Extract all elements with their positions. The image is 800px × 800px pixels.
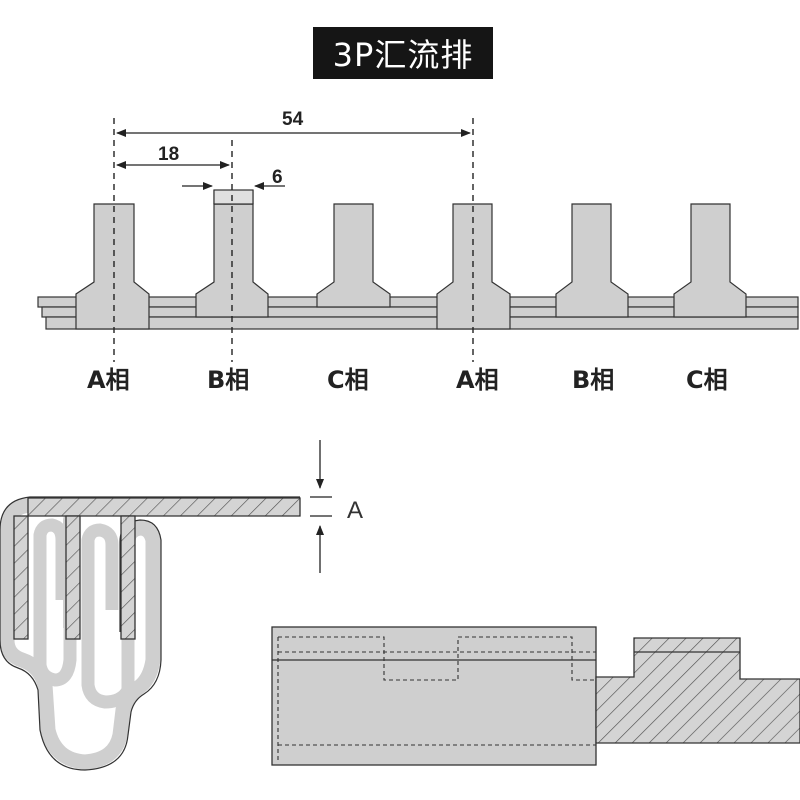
pin-c-1	[316, 203, 391, 308]
dim-label-54: 54	[282, 109, 304, 130]
phase-label: B相	[572, 366, 614, 394]
fold-band-outer	[0, 497, 300, 770]
pin-a-1	[75, 203, 150, 330]
side-view-hidden-lines	[277, 636, 596, 760]
top-plate-hatched	[27, 497, 301, 517]
hatched-bar-3	[120, 515, 136, 640]
hatched-bar-1	[13, 515, 29, 640]
phase-label: C相	[327, 366, 369, 394]
busbar-cross-section	[0, 496, 301, 771]
phase-label: B相	[207, 366, 249, 394]
phase-labels: A相 B相 C相 A相 B相 C相	[87, 366, 728, 394]
thickness-indicator	[310, 440, 332, 573]
busbar-side-view	[271, 626, 800, 766]
phase-label: A相	[87, 366, 130, 394]
pin-c-2	[673, 203, 747, 318]
dim-label-18: 18	[158, 144, 179, 165]
pin-b-1	[195, 203, 269, 318]
busbar-rail-lower	[45, 316, 799, 330]
reference-lines	[113, 118, 474, 362]
phase-label: C相	[686, 366, 728, 394]
phase-label: A相	[456, 366, 499, 394]
side-view-block	[271, 626, 597, 766]
dim-label-6: 6	[272, 167, 283, 188]
busbar-front-view	[37, 189, 799, 330]
diagram-title: 3P汇流排	[313, 27, 493, 79]
thickness-label: A	[347, 497, 363, 524]
dimension-lines	[116, 129, 471, 190]
side-view-hatched-step	[595, 637, 800, 744]
fold-band-inner	[81, 523, 135, 709]
pin-b-2	[555, 203, 629, 318]
hatched-bar-2	[65, 515, 81, 640]
